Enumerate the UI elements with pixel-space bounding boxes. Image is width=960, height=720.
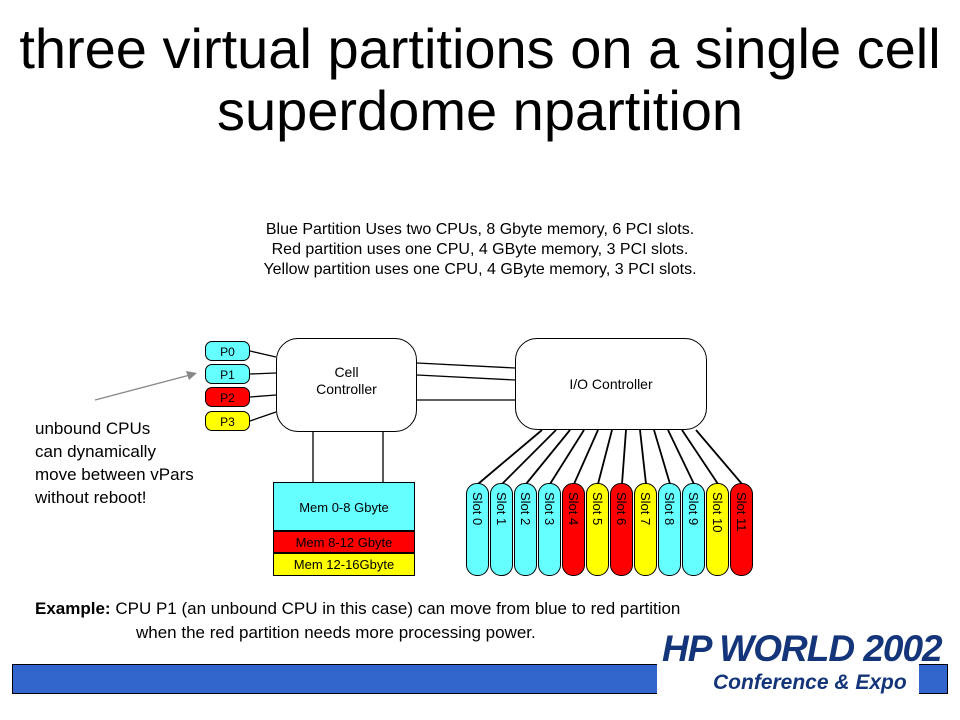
slot-0-label: Slot 0 bbox=[470, 492, 485, 526]
memory-block-yellow: Mem 12-16Gbyte bbox=[273, 553, 415, 576]
cell-controller-label-1: Cell bbox=[334, 364, 359, 380]
pci-slot-2: Slot 2 bbox=[514, 483, 537, 576]
cpu-p2: P2 bbox=[205, 387, 250, 407]
slide-title: three virtual partitions on a single cel… bbox=[19, 18, 941, 142]
pci-slot-9: Slot 9 bbox=[682, 483, 705, 576]
partition-summary: Blue Partition Uses two CPUs, 8 Gbyte me… bbox=[0, 220, 960, 280]
slot-connector bbox=[667, 429, 695, 485]
slot-1-label: Slot 1 bbox=[494, 492, 509, 526]
example-line-1: CPU P1 (an unbound CPU in this case) can… bbox=[115, 599, 681, 618]
slot-connector bbox=[639, 429, 647, 485]
logo-subtitle: Conference & Expo bbox=[713, 671, 907, 694]
slot-connector bbox=[597, 429, 613, 485]
pci-slot-3: Slot 3 bbox=[538, 483, 561, 576]
cpu-p1-label: P1 bbox=[220, 368, 235, 382]
slot-connector bbox=[653, 429, 671, 485]
slot-11-label: Slot 11 bbox=[734, 492, 749, 532]
memory-block-red: Mem 8-12 Gbyte bbox=[273, 531, 415, 553]
example-label: Example: bbox=[35, 599, 111, 618]
slot-3-label: Slot 3 bbox=[542, 492, 557, 526]
note-line-3: move between vPars bbox=[35, 465, 194, 484]
slot-connector bbox=[525, 429, 571, 485]
slot-4-label: Slot 4 bbox=[566, 492, 581, 526]
example-line-2: when the red partition needs more proces… bbox=[136, 623, 536, 642]
cell-controller-label-2: Controller bbox=[316, 381, 377, 397]
pci-slot-0: Slot 0 bbox=[466, 483, 489, 576]
pci-slot-6: Slot 6 bbox=[610, 483, 633, 576]
cpu-p1: P1 bbox=[205, 364, 250, 384]
slot-6-label: Slot 6 bbox=[614, 492, 629, 526]
memory-block-blue: Mem 0-8 Gbyte bbox=[273, 482, 415, 531]
io-slot-connectors bbox=[477, 429, 743, 485]
slot-connector bbox=[681, 429, 719, 485]
pci-slot-8: Slot 8 bbox=[658, 483, 681, 576]
pci-slot-11: Slot 11 bbox=[730, 483, 753, 576]
memory-blue-label: Mem 0-8 Gbyte bbox=[299, 500, 389, 515]
hp-world-logo bbox=[657, 618, 919, 710]
slot-5-label: Slot 5 bbox=[590, 492, 605, 526]
pci-slot-10: Slot 10 bbox=[706, 483, 729, 576]
slot-connector bbox=[573, 429, 599, 485]
note-line-2: can dynamically bbox=[35, 442, 156, 461]
unbound-cpu-note: unbound CPUs can dynamically move betwee… bbox=[35, 417, 194, 509]
memory-yellow-label: Mem 12-16Gbyte bbox=[293, 557, 395, 572]
note-line-4: without reboot! bbox=[35, 488, 147, 507]
summary-line-red: Red partition uses one CPU, 4 GByte memo… bbox=[271, 241, 689, 258]
io-controller-label: I/O Controller bbox=[569, 376, 653, 392]
example-text: Example: CPU P1 (an unbound CPU in this … bbox=[35, 597, 680, 645]
logo-title: HP WORLD 2002 bbox=[662, 628, 943, 669]
slot-connector bbox=[477, 429, 543, 485]
slot-connector bbox=[549, 429, 585, 485]
note-line-1: unbound CPUs bbox=[35, 419, 151, 438]
cpu-p3-label: P3 bbox=[220, 415, 235, 429]
slot-7-label: Slot 7 bbox=[638, 492, 653, 526]
pci-slot-5: Slot 5 bbox=[586, 483, 609, 576]
cpu-p0: P0 bbox=[205, 341, 250, 361]
cell-controller: Cell Controller bbox=[276, 338, 417, 432]
slot-connector bbox=[695, 429, 743, 485]
cpu-p3: P3 bbox=[205, 411, 250, 431]
cpu-p2-label: P2 bbox=[220, 391, 235, 405]
memory-red-label: Mem 8-12 Gbyte bbox=[295, 535, 393, 550]
pci-slot-7: Slot 7 bbox=[634, 483, 657, 576]
slot-10-label: Slot 10 bbox=[710, 492, 725, 533]
slot-9-label: Slot 9 bbox=[686, 492, 701, 526]
slot-2-label: Slot 2 bbox=[518, 492, 533, 526]
io-controller: I/O Controller bbox=[515, 338, 707, 430]
slot-8-label: Slot 8 bbox=[662, 492, 677, 526]
summary-line-yellow: Yellow partition uses one CPU, 4 GByte m… bbox=[263, 261, 697, 278]
slot-connector bbox=[501, 429, 557, 485]
pci-slot-4: Slot 4 bbox=[562, 483, 585, 576]
pci-slot-1: Slot 1 bbox=[490, 483, 513, 576]
cpu-p0-label: P0 bbox=[220, 345, 235, 359]
slot-connector bbox=[621, 429, 627, 485]
summary-line-blue: Blue Partition Uses two CPUs, 8 Gbyte me… bbox=[265, 221, 695, 238]
